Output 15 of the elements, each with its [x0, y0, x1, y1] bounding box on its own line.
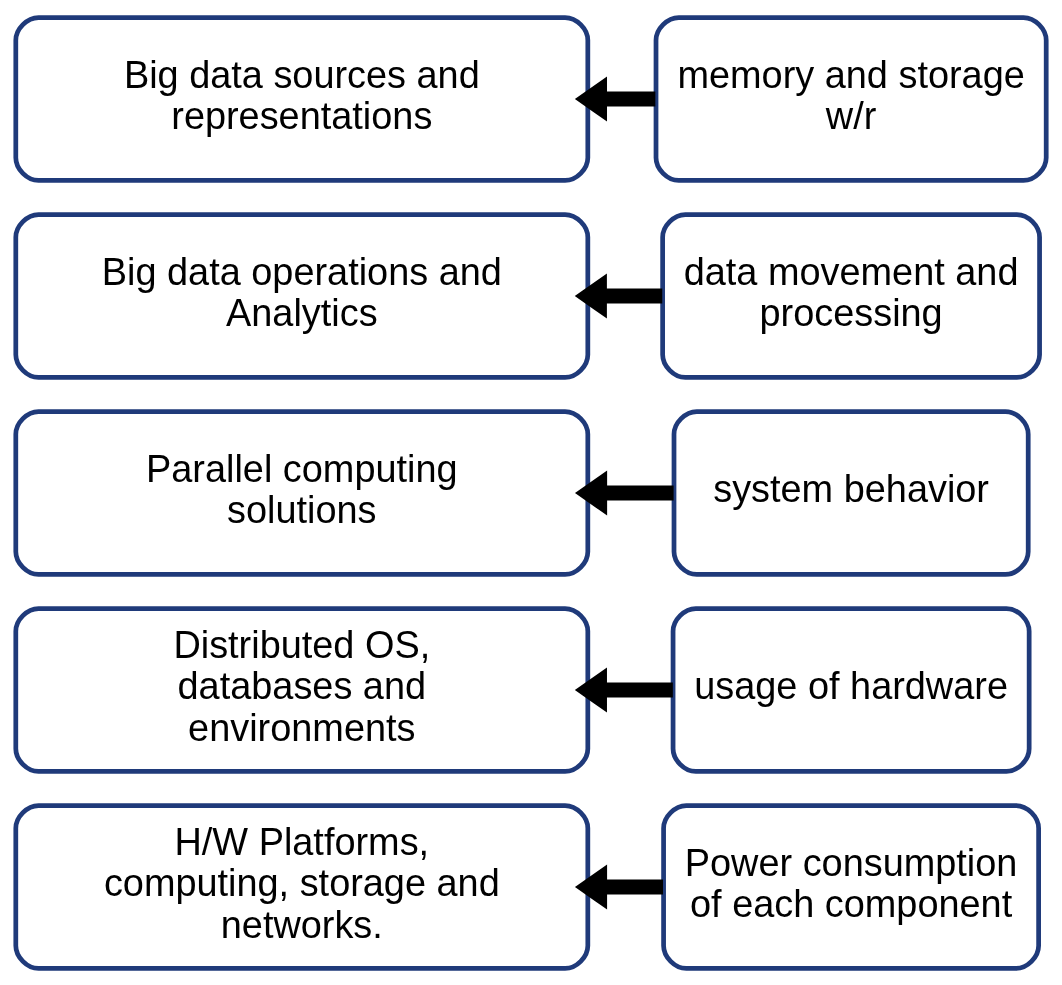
node-box: Big data sources and representations: [13, 14, 591, 183]
node-box: memory and storage w/r: [653, 14, 1049, 183]
node-box: usage of hardware: [670, 605, 1032, 774]
node-box: Distributed OS, databases and environments: [13, 605, 591, 774]
node-box: data movement and processing: [660, 211, 1042, 380]
node-box: Power consumption of each component: [661, 802, 1041, 971]
node-box: Big data operations and Analytics: [13, 211, 591, 380]
arrow: [574, 863, 663, 909]
arrow: [574, 470, 674, 515]
arrow: [574, 666, 673, 712]
arrow: [574, 273, 663, 319]
node-box: H/W Platforms, computing, storage and networks.: [13, 802, 591, 971]
node-box: system behavior: [671, 408, 1031, 577]
arrow: [574, 76, 656, 122]
node-box: Parallel computing solutions: [13, 408, 591, 577]
